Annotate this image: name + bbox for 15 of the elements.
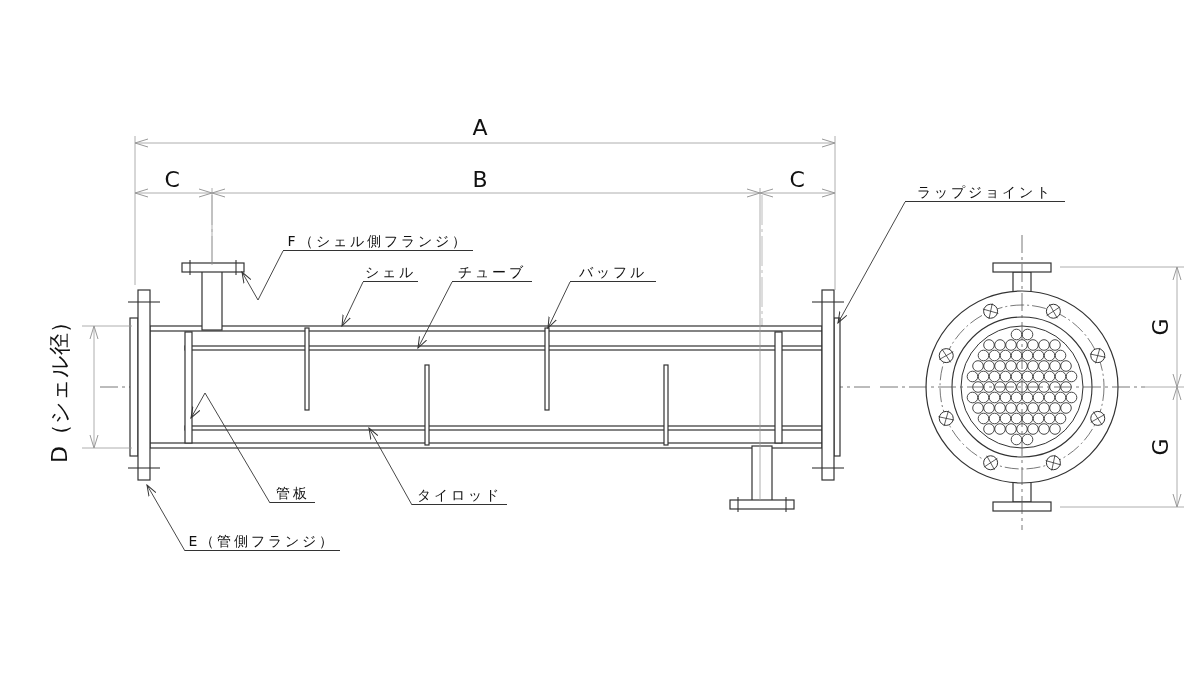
dimension-label: B bbox=[472, 168, 488, 192]
dimension-label: C bbox=[789, 168, 805, 192]
callout-label: E（管側フランジ） bbox=[185, 531, 340, 551]
callout-label: シェル bbox=[363, 262, 418, 282]
dimension-label: G bbox=[1148, 318, 1173, 336]
dimension-label: G bbox=[1148, 438, 1173, 456]
callout-label: ラップジョイント bbox=[905, 182, 1065, 202]
callout-label: チューブ bbox=[452, 262, 532, 282]
dimension-label: A bbox=[472, 116, 488, 140]
callout-label: F（シェル側フランジ） bbox=[283, 231, 473, 251]
dimension-label: D（シェル径） bbox=[48, 311, 72, 463]
callout-label: タイロッド bbox=[412, 485, 507, 505]
callout-label: 管板 bbox=[270, 483, 315, 503]
dimension-label: C bbox=[164, 168, 180, 192]
callout-label: バッフル bbox=[570, 262, 656, 282]
